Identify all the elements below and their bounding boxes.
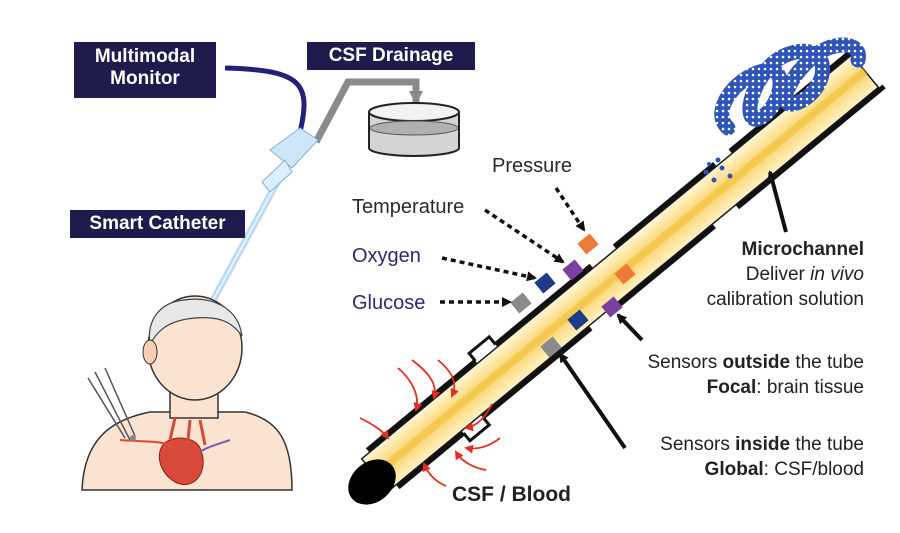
sensors-inside-pre: Sensors: [660, 434, 736, 455]
microchannel-line3: calibration solution: [706, 289, 864, 310]
microchannel-line2-pre: Deliver: [745, 264, 811, 285]
glucose-sensor-outer: [510, 292, 532, 314]
smart-catheter-box: Smart Catheter: [70, 210, 245, 238]
catheter-tip: [348, 459, 396, 505]
microchannel-line2-em: in vivo: [810, 264, 864, 285]
microchannel-title: Microchannel: [741, 239, 864, 260]
temperature-label: Temperature: [352, 196, 465, 218]
sensors-inside-post: the tube: [790, 434, 864, 455]
pressure-sensor-outer: [577, 233, 599, 255]
drainage-tube: [312, 78, 423, 144]
sensors-outside-focal-post: : brain tissue: [756, 377, 864, 398]
multimodal-monitor-line1: Multimodal: [94, 46, 196, 67]
sensors-outside-pre: Sensors: [647, 352, 723, 373]
multimodal-monitor-line2: Monitor: [110, 68, 180, 89]
multimodal-monitor-box: Multimodal Monitor: [74, 42, 216, 98]
temperature-sensor-outer: [562, 259, 584, 281]
sensors-inside-bold: inside: [735, 434, 791, 455]
csf-drainage-label: CSF Drainage: [328, 45, 454, 66]
sensors-outside-description: Sensors outside the tube Focal: brain ti…: [648, 350, 865, 400]
sensors-inside-description: Sensors inside the tube Global: CSF/bloo…: [660, 432, 864, 482]
temperature-sensor-inner: [601, 296, 623, 318]
pressure-leader: [554, 187, 586, 232]
glucose-sensor-inner: [540, 336, 562, 358]
oxygen-sensor-inner: [567, 309, 589, 331]
sensors-inside-global-post: : CSF/blood: [763, 459, 864, 480]
patient-icon: [81, 295, 293, 491]
pressure-sensor-inner: [614, 263, 636, 285]
sensors-inside-global: Global: [704, 459, 764, 480]
csf-blood-label: CSF / Blood: [452, 483, 571, 506]
pressure-label: Pressure: [492, 155, 573, 177]
oxygen-sensor-outer: [534, 272, 556, 294]
glucose-label: Glucose: [352, 292, 426, 314]
microchannel-description: Microchannel Deliver in vivo calibration…: [707, 237, 864, 312]
sensors-inside-leader: [558, 352, 627, 450]
sensors-outside-bold: outside: [722, 352, 791, 373]
sensors-outside-focal: Focal: [706, 377, 757, 398]
monitor-cable: [224, 65, 307, 133]
temperature-leader: [484, 208, 565, 264]
microchannel-leader: [767, 170, 788, 233]
drainage-container-icon: [368, 102, 460, 157]
csf-flow-arrows: [359, 359, 501, 487]
csf-drainage-box: CSF Drainage: [307, 42, 475, 70]
oxygen-leader: [441, 256, 537, 282]
smart-catheter-label: Smart Catheter: [89, 213, 226, 234]
sensors-outside-post: the tube: [790, 352, 864, 373]
microchannel-coil-icon: [703, 37, 866, 183]
oxygen-label: Oxygen: [352, 245, 421, 267]
sensors-outside-leader: [616, 313, 644, 342]
